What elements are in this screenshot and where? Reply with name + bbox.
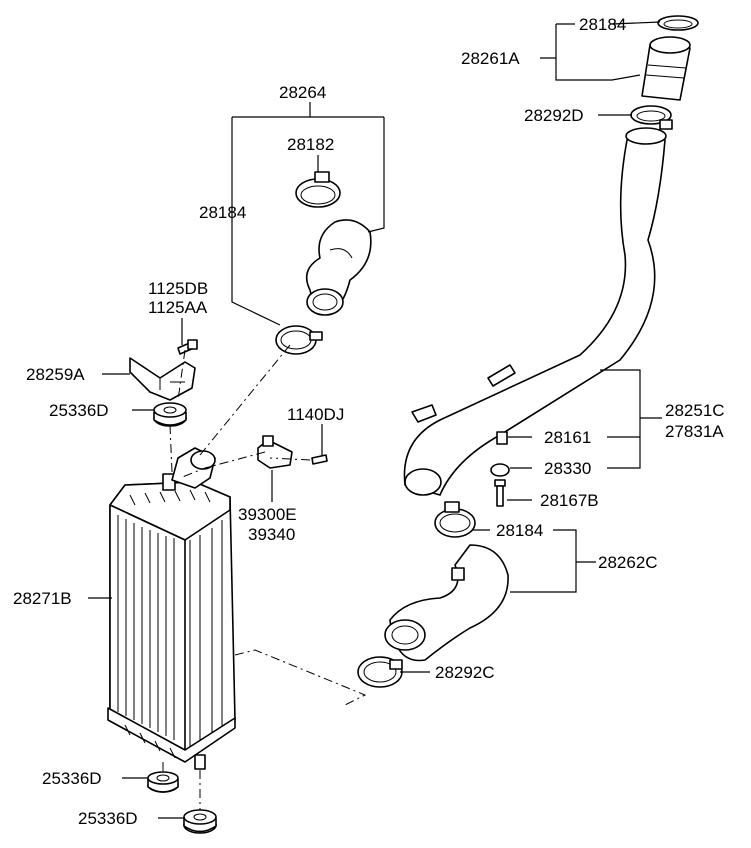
plug (496, 431, 508, 445)
boost-sensor (257, 435, 293, 469)
insulator-bottom-1 (147, 771, 179, 793)
charge-pipe (403, 127, 667, 496)
bolt-1125 (177, 339, 198, 355)
hose-lower (384, 544, 509, 662)
label-clamp-top: 28184 (579, 15, 626, 34)
label-insulator-bottom-2: 25336D (78, 809, 138, 828)
label-sensor-b: 39340 (248, 525, 295, 544)
label-bolt-1125aa: 1125AA (148, 298, 208, 317)
label-sensor-a: 39300E (238, 505, 297, 524)
intercooler-core (107, 473, 236, 770)
label-pipe-b: 27831A (665, 422, 724, 441)
phantom-lines (162, 344, 367, 810)
clamp-left (275, 325, 323, 355)
label-bolt-28167b: 28167B (540, 491, 599, 510)
label-clamp-mid: 28184 (496, 521, 543, 540)
label-bracket: 28259A (26, 365, 85, 384)
clamp-28182 (295, 171, 341, 208)
label-bolt-1140dj: 1140DJ (287, 405, 344, 424)
label-clamp-lower: 28292C (435, 663, 495, 682)
bracket (129, 357, 196, 401)
label-hose-group-28264: 28264 (279, 83, 326, 102)
label-clamp-28292d: 28292D (524, 106, 584, 125)
label-hose-top: 28261A (461, 49, 520, 68)
label-hose-lower: 28262C (598, 553, 658, 572)
clamp-mid (434, 501, 476, 538)
clamp-lower (357, 656, 403, 688)
label-insulator-bottom-1: 25336D (42, 769, 102, 788)
label-clamp-left: 28184 (199, 203, 246, 222)
bolt-1140 (311, 454, 328, 465)
label-plug: 28161 (544, 428, 591, 447)
intercooler-outlet-elbow (171, 447, 216, 489)
hose-upper-left (305, 219, 372, 316)
label-grommet: 28330 (544, 459, 591, 478)
hose-top-right (641, 36, 691, 101)
grommet (490, 463, 510, 477)
label-intercooler: 28271B (13, 589, 72, 608)
bolt-28167b (494, 479, 506, 507)
part-labels: 28184 28261A 28292D 28264 28182 28184 11… (13, 15, 725, 828)
leader-lines (88, 21, 662, 819)
clamp-top (657, 15, 699, 31)
insulator-top (153, 402, 187, 427)
label-clamp-28182: 28182 (287, 135, 334, 154)
clamp-28292d (630, 105, 673, 130)
label-bolt-1125db: 1125DB (148, 279, 208, 298)
insulator-bottom-2 (183, 809, 217, 834)
label-insulator-top: 25336D (49, 401, 109, 420)
label-pipe-a: 28251C (665, 401, 725, 420)
